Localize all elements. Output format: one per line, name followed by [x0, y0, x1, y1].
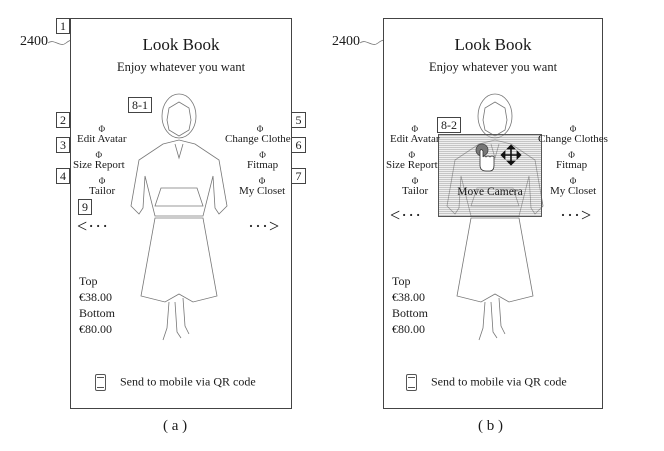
menu-label: My Closet [239, 185, 286, 197]
menu-tailor[interactable]: Φ Tailor [402, 177, 428, 197]
send-qr-button[interactable]: Send to mobile via QR code [95, 374, 256, 391]
mobile-phone-icon [95, 374, 106, 391]
ref-box-1: 1 [56, 18, 70, 34]
menu-size-report[interactable]: Φ Size Report [386, 151, 438, 171]
ref-box-avatar: 8-2 [437, 117, 461, 133]
power-circle-icon: Φ [411, 176, 419, 186]
top-label: Top [392, 274, 411, 288]
bottom-label: Bottom [79, 306, 116, 320]
app-title: Look Book [142, 35, 220, 54]
move-arrows-icon [500, 144, 522, 166]
power-circle-icon: Φ [259, 150, 266, 160]
move-camera-overlay[interactable]: Move Camera [438, 134, 542, 217]
ref-box-3: 3 [56, 137, 70, 153]
nav-prev-button[interactable]: <··· [390, 205, 423, 225]
ref-box-avatar: 8-1 [128, 97, 152, 113]
power-circle-icon: Φ [569, 176, 577, 186]
send-qr-button[interactable]: Send to mobile via QR code [406, 374, 567, 391]
screen-panel-b: Look Book Enjoy whatever you want Move C… [383, 18, 608, 409]
ref-box-6: 6 [291, 137, 306, 153]
top-label: Top [79, 274, 98, 288]
nav-next-button[interactable]: ···> [560, 205, 593, 225]
qr-label: Send to mobile via QR code [431, 374, 567, 389]
menu-label: Edit Avatar [390, 133, 440, 145]
menu-label: Size Report [73, 159, 125, 171]
ref-box-9: 9 [78, 199, 92, 215]
touch-hand-icon [475, 143, 495, 172]
menu-label: Edit Avatar [77, 133, 127, 145]
figure-ref-label: 2400 [332, 34, 360, 49]
price-list: Top €38.00 Bottom €80.00 [79, 273, 115, 337]
ref-box-2: 2 [56, 112, 70, 128]
caption-b: ( b ) [478, 418, 503, 434]
power-circle-icon: Φ [95, 150, 103, 160]
top-price: €38.00 [79, 290, 112, 304]
menu-edit-avatar[interactable]: Φ Edit Avatar [390, 125, 440, 145]
power-circle-icon: Φ [258, 176, 266, 186]
caption-a: ( a ) [163, 418, 188, 434]
nav-next-button[interactable]: ···> [248, 216, 281, 236]
menu-my-closet[interactable]: Φ My Closet [239, 177, 285, 197]
menu-my-closet[interactable]: Φ My Closet [550, 177, 596, 197]
app-subtitle: Enjoy whatever you want [116, 60, 246, 74]
power-circle-icon: Φ [569, 124, 577, 134]
menu-label: Change Clothes [538, 133, 608, 145]
figure-ref-label: 2400 [20, 34, 48, 49]
menu-label: Tailor [89, 185, 116, 197]
menu-tailor[interactable]: Φ Tailor [89, 177, 115, 197]
menu-label: Tailor [402, 185, 429, 197]
ref-box-7: 7 [291, 168, 306, 184]
menu-change-clothes[interactable]: Φ Change Clothes [538, 125, 608, 145]
top-price: €38.00 [392, 290, 425, 304]
app-title: Look Book [454, 35, 532, 54]
ref-box-5: 5 [291, 112, 306, 128]
power-circle-icon: Φ [411, 124, 419, 134]
menu-label: Size Report [386, 159, 438, 171]
power-circle-icon: Φ [568, 150, 575, 160]
app-subtitle: Enjoy whatever you want [428, 60, 558, 74]
mobile-phone-icon [406, 374, 417, 391]
power-circle-icon: Φ [408, 150, 416, 160]
menu-change-clothes[interactable]: Φ Change Clothes [225, 125, 295, 145]
menu-edit-avatar[interactable]: Φ Edit Avatar [77, 125, 127, 145]
avatar-figure[interactable] [123, 93, 233, 341]
menu-fitmap[interactable]: Φ Fitmap [556, 151, 587, 171]
screen-panel-a: Look Book Enjoy whatever you want Φ Edit… [70, 18, 295, 409]
qr-label: Send to mobile via QR code [120, 374, 256, 389]
bottom-price: €80.00 [392, 322, 425, 336]
move-camera-label: Move Camera [457, 186, 523, 198]
power-circle-icon: Φ [256, 124, 264, 134]
menu-label: My Closet [550, 185, 597, 197]
menu-fitmap[interactable]: Φ Fitmap [247, 151, 278, 171]
power-circle-icon: Φ [98, 124, 106, 134]
menu-label: Fitmap [556, 159, 588, 171]
ref-box-4: 4 [56, 168, 70, 184]
menu-size-report[interactable]: Φ Size Report [73, 151, 125, 171]
bottom-label: Bottom [392, 306, 429, 320]
menu-label: Fitmap [247, 159, 279, 171]
menu-label: Change Clothes [225, 133, 295, 145]
price-list: Top €38.00 Bottom €80.00 [392, 273, 428, 337]
power-circle-icon: Φ [98, 176, 106, 186]
bottom-price: €80.00 [79, 322, 112, 336]
nav-prev-button[interactable]: <··· [77, 216, 110, 236]
